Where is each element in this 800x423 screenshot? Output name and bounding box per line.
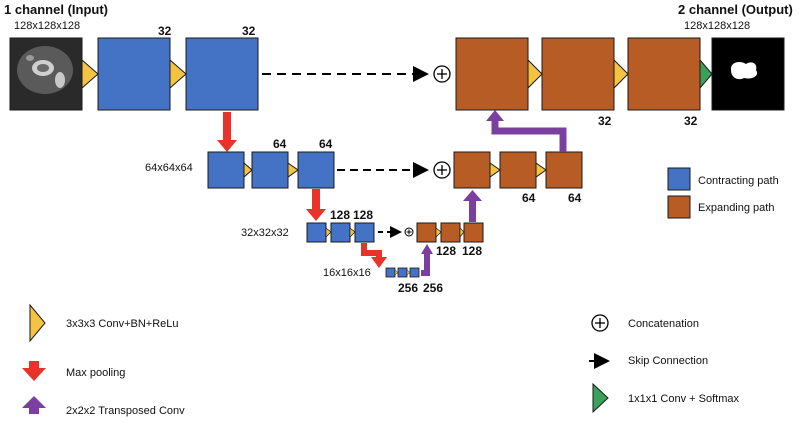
input-image <box>9 37 83 111</box>
conv-arrow <box>287 162 299 178</box>
conv-arrow <box>489 162 501 178</box>
bottleneck-block <box>397 267 408 278</box>
decoder-block <box>440 222 461 243</box>
concat-icon <box>433 65 451 83</box>
bottleneck-block <box>409 267 420 278</box>
conv-arrow <box>243 161 253 179</box>
l2-enc-ch-2: 64 <box>319 137 333 151</box>
decoder-block <box>453 151 491 189</box>
final-legend-label: 1x1x1 Conv + Softmax <box>628 393 739 405</box>
l2-dec-ch-1: 64 <box>522 191 536 205</box>
l4-size: 16x16x16 <box>323 267 371 279</box>
contracting-legend-swatch <box>667 167 691 191</box>
conv-arrow <box>349 227 356 238</box>
encoder-block <box>306 222 327 243</box>
conv-arrow <box>535 162 547 178</box>
encoder-block <box>354 222 375 243</box>
expanding-legend-label: Expanding path <box>698 202 774 214</box>
decoder-block <box>455 37 529 111</box>
encoder-block <box>97 37 171 111</box>
maxpool-arrow <box>306 189 326 221</box>
decoder-block <box>545 151 583 189</box>
conv-arrow <box>81 58 99 90</box>
encoder-block <box>185 37 259 111</box>
l3-dec-ch-2: 128 <box>462 244 482 258</box>
input-title: 1 channel (Input) <box>4 2 108 17</box>
concat-legend-icon <box>591 314 609 332</box>
expanding-legend-swatch <box>667 195 691 219</box>
l1-enc-ch-2: 32 <box>242 24 256 38</box>
l1-enc-ch-1: 32 <box>158 24 172 38</box>
conv-arrow <box>169 58 187 90</box>
l3-dec-ch-1: 128 <box>436 244 456 258</box>
maxpool-arrow <box>217 112 237 152</box>
decoder-block <box>463 222 484 243</box>
conv-arrow <box>435 227 442 238</box>
l1-dec-ch-2: 32 <box>684 114 698 128</box>
concat-icon <box>404 227 414 237</box>
transposed-conv-arrow <box>463 190 482 222</box>
transposed-legend-icon <box>22 396 46 414</box>
decoder-block <box>627 37 701 111</box>
conv-legend-label: 3x3x3 Conv+BN+ReLu <box>66 318 179 330</box>
decoder-block <box>416 222 437 243</box>
concat-icon <box>433 161 451 179</box>
conv-arrow <box>613 58 629 90</box>
transposed-legend-label: 2x2x2 Transposed Conv <box>66 405 185 417</box>
encoder-block <box>251 151 289 189</box>
l4-ch-2: 256 <box>423 281 443 295</box>
concat-legend-label: Concatenation <box>628 318 699 330</box>
output-size: 128x128x128 <box>684 20 750 32</box>
l4-ch-1: 256 <box>398 281 418 295</box>
output-title: 2 channel (Output) <box>678 2 793 17</box>
softmax-arrow <box>699 58 713 90</box>
maxpool-arrow <box>361 243 387 268</box>
l3-enc-ch-1: 128 <box>330 208 350 222</box>
transposed-conv-arrow <box>486 110 567 152</box>
conv-arrow <box>325 227 332 238</box>
maxpool-legend-icon <box>22 361 46 381</box>
encoder-block <box>330 222 351 243</box>
l3-size: 32x32x32 <box>241 227 289 239</box>
conv-arrow <box>527 58 543 90</box>
bottleneck-block <box>385 267 396 278</box>
l2-enc-ch-1: 64 <box>273 137 287 151</box>
transposed-conv-arrow <box>421 244 433 276</box>
output-image <box>711 37 785 111</box>
conv-legend-icon <box>29 303 46 343</box>
encoder-block <box>297 151 335 189</box>
l3-enc-ch-2: 128 <box>353 208 373 222</box>
conv-arrow <box>406 269 411 276</box>
l1-dec-ch-1: 32 <box>598 114 612 128</box>
skip-legend-label: Skip Connection <box>628 355 708 367</box>
conv-arrow <box>459 227 465 238</box>
maxpool-legend-label: Max pooling <box>66 367 125 379</box>
decoder-block <box>499 151 537 189</box>
l2-size: 64x64x64 <box>145 162 193 174</box>
contracting-legend-label: Contracting path <box>698 175 779 187</box>
encoder-block <box>207 151 245 189</box>
decoder-block <box>541 37 615 111</box>
softmax-legend-icon <box>592 382 609 414</box>
conv-arrow <box>394 269 399 276</box>
l2-dec-ch-2: 64 <box>568 191 582 205</box>
input-size: 128x128x128 <box>14 20 80 32</box>
